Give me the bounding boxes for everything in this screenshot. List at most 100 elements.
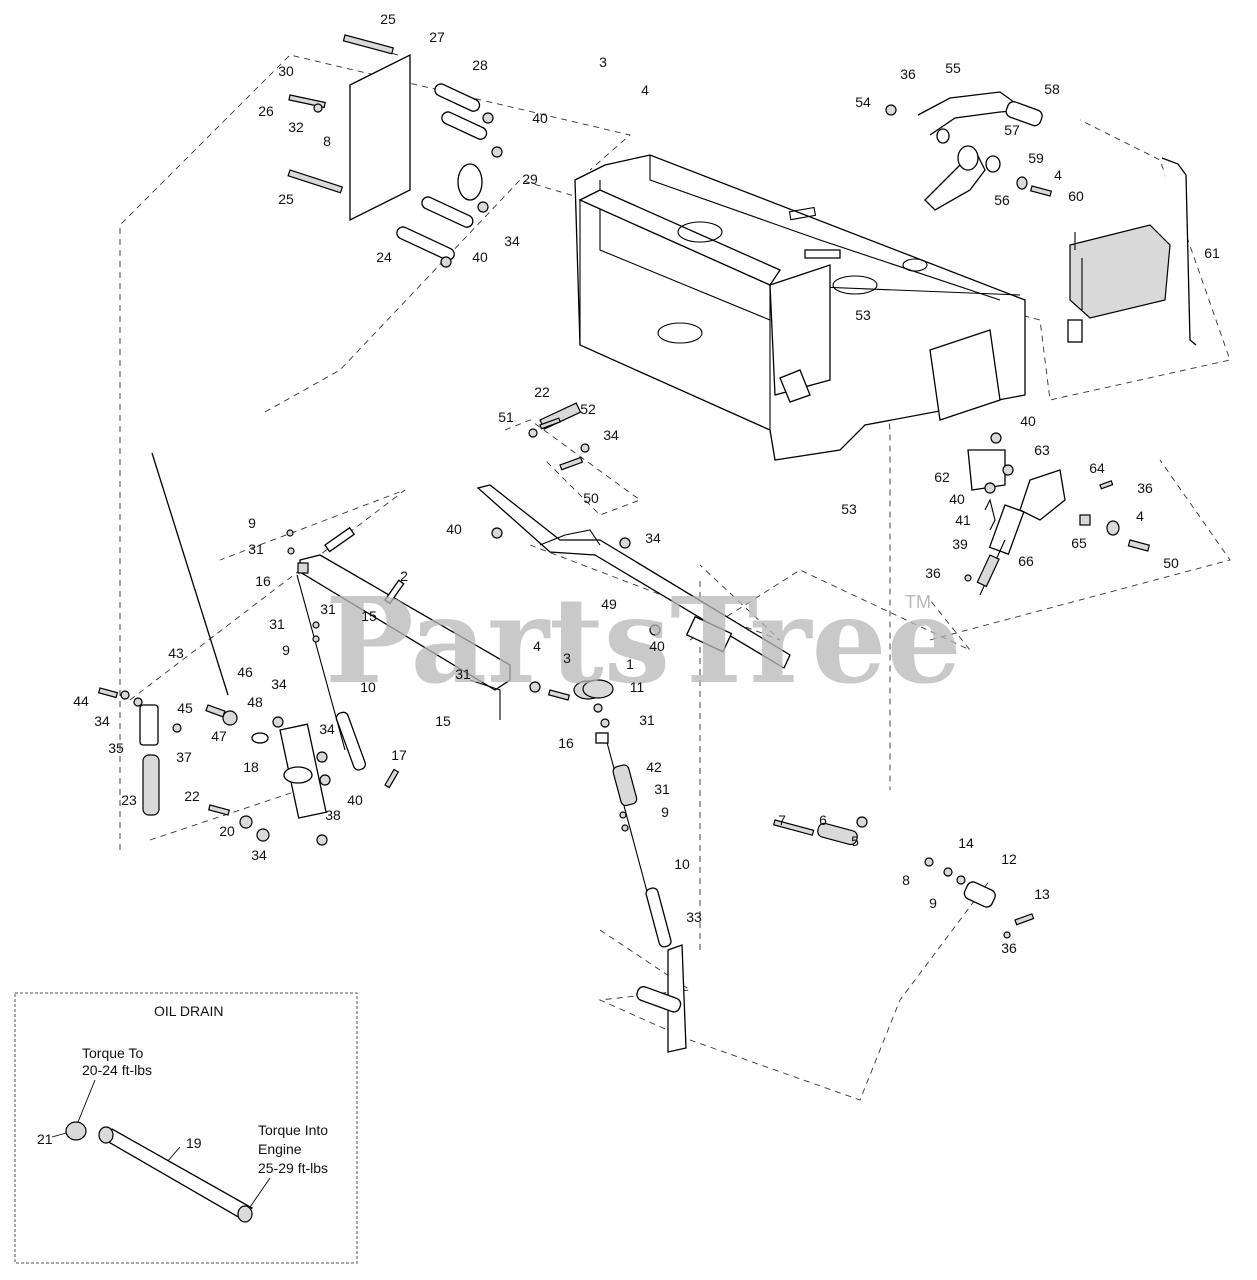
callout-9: 9: [248, 515, 256, 531]
callout-31: 31: [654, 781, 670, 797]
lever-handle-49: [476, 484, 791, 669]
leader-engine: [247, 1177, 271, 1211]
callout-60: 60: [1068, 188, 1084, 204]
callout-9: 9: [282, 642, 290, 658]
callout-6: 6: [819, 812, 827, 828]
callout-61: 61: [1204, 245, 1220, 261]
callout-43: 43: [168, 645, 184, 661]
callout-18: 18: [243, 759, 259, 775]
leader-21b: [51, 1132, 67, 1138]
top-right-lever-assembly: [885, 91, 1197, 346]
callout-34: 34: [251, 847, 267, 863]
callout-40: 40: [446, 521, 462, 537]
callout-51: 51: [498, 409, 514, 425]
callout-59: 59: [1028, 150, 1044, 166]
callout-36: 36: [900, 66, 916, 82]
callout-14: 14: [958, 835, 974, 851]
callout-11: 11: [630, 679, 645, 695]
callout-31: 31: [455, 666, 471, 682]
callout-3: 3: [599, 54, 607, 70]
callout-8: 8: [902, 872, 910, 888]
callout-34: 34: [271, 676, 287, 692]
callout-65: 65: [1071, 535, 1087, 551]
callout-10: 10: [674, 856, 690, 872]
callout-10: 10: [360, 679, 376, 695]
callout-40: 40: [347, 792, 363, 808]
callout-45: 45: [177, 700, 193, 716]
callout-52: 52: [580, 401, 596, 417]
tube-fitting-bottom: [237, 1205, 253, 1223]
callout-38: 38: [325, 807, 341, 823]
callout-39: 39: [952, 536, 968, 552]
callout-4: 4: [533, 638, 541, 654]
callout-26: 26: [258, 103, 274, 119]
callout-25: 25: [380, 11, 396, 27]
callout-22: 22: [534, 384, 550, 400]
inset-callout-21: 21: [37, 1131, 53, 1147]
callout-20: 20: [219, 823, 235, 839]
callout-41: 41: [955, 512, 971, 528]
callout-55: 55: [945, 60, 961, 76]
callout-40: 40: [949, 491, 965, 507]
callout-37: 37: [176, 749, 192, 765]
torque-to-label-line2: 20-24 ft-lbs: [82, 1062, 152, 1078]
left-linkage: [97, 452, 400, 846]
callout-5: 5: [851, 833, 859, 849]
callout-63: 63: [1034, 442, 1050, 458]
torque-into-label-line3: 25-29 ft-lbs: [258, 1160, 328, 1176]
callout-30: 30: [278, 63, 294, 79]
watermark-trademark: TM: [905, 592, 931, 612]
callout-9: 9: [929, 895, 937, 911]
callout-27: 27: [429, 29, 445, 45]
callout-31: 31: [269, 616, 285, 632]
callout-50: 50: [1163, 555, 1179, 571]
callout-56: 56: [994, 192, 1010, 208]
callout-15: 15: [435, 713, 451, 729]
watermark-text: PartsTree: [325, 571, 962, 710]
plug-21: [65, 1121, 87, 1141]
callout-35: 35: [108, 740, 124, 756]
callout-13: 13: [1034, 886, 1050, 902]
torque-into-label-line2: Engine: [258, 1141, 302, 1157]
torque-to-label-line1: Torque To: [82, 1045, 143, 1061]
callout-53: 53: [855, 307, 871, 323]
callout-36: 36: [1001, 940, 1017, 956]
callout-15: 15: [361, 608, 377, 624]
callout-34: 34: [504, 233, 520, 249]
tube-fitting-top: [98, 1126, 114, 1144]
callout-36: 36: [925, 565, 941, 581]
callout-31: 31: [320, 601, 336, 617]
chassis-frame: [574, 154, 1026, 461]
oil-drain-title: OIL DRAIN: [154, 1003, 224, 1019]
callout-31: 31: [248, 541, 264, 557]
callout-17: 17: [391, 747, 407, 763]
callout-48: 48: [247, 694, 263, 710]
callout-9: 9: [661, 804, 669, 820]
callout-24: 24: [376, 249, 392, 265]
callout-31: 31: [639, 712, 655, 728]
callout-36: 36: [1137, 480, 1153, 496]
callout-64: 64: [1089, 460, 1105, 476]
top-plate-assembly: [287, 34, 503, 268]
callout-22: 22: [184, 788, 200, 804]
callout-25: 25: [278, 191, 294, 207]
inset-callout-19: 19: [186, 1135, 202, 1151]
callout-29: 29: [522, 171, 538, 187]
oil-drain-inset: OIL DRAIN Torque To 20-24 ft-lbs Torque …: [14, 992, 358, 1264]
callout-40: 40: [472, 249, 488, 265]
callout-34: 34: [319, 721, 335, 737]
callout-4: 4: [1136, 508, 1144, 524]
callout-32: 32: [288, 119, 304, 135]
center-rod-assembly: [582, 679, 687, 1053]
callout-40: 40: [1020, 413, 1036, 429]
callout-16: 16: [255, 573, 271, 589]
callout-40: 40: [649, 638, 665, 654]
callout-3: 3: [563, 650, 571, 666]
callout-4: 4: [1054, 167, 1062, 183]
callout-34: 34: [603, 427, 619, 443]
callout-2: 2: [400, 568, 408, 584]
callout-58: 58: [1044, 81, 1060, 97]
callout-47: 47: [211, 728, 227, 744]
